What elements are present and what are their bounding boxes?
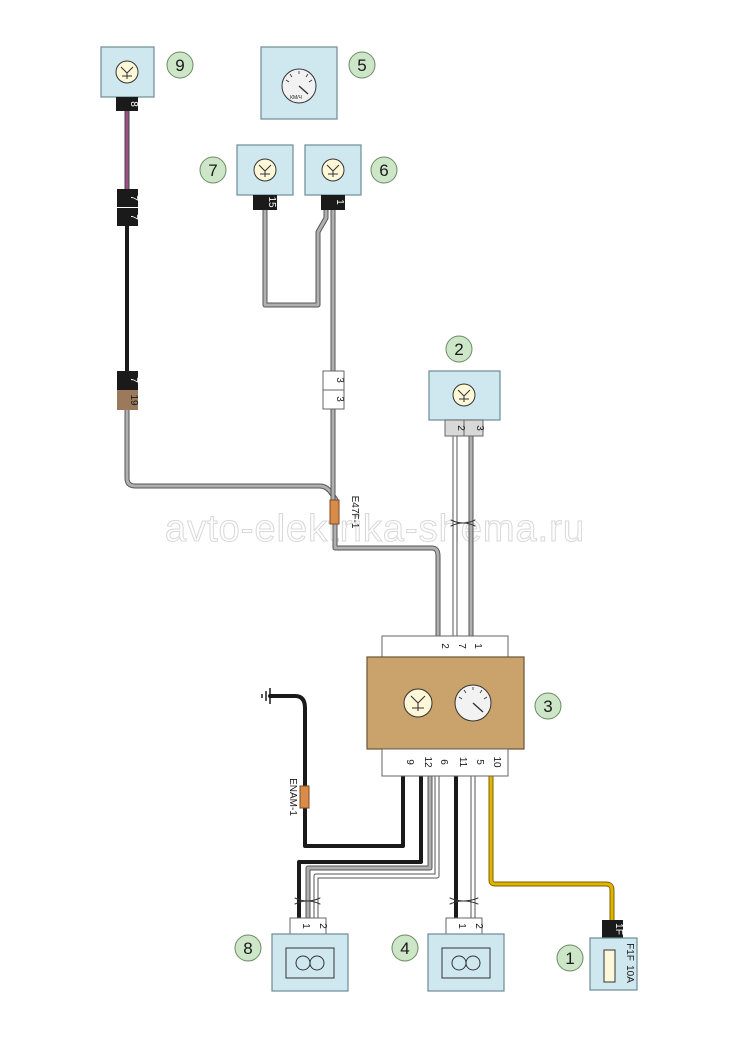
component-3-number: 3 xyxy=(543,697,552,716)
component-9-number: 9 xyxy=(175,56,184,75)
component-3-bottom-pin-1: 9 xyxy=(404,759,415,765)
component-9: 8 9 xyxy=(100,46,194,111)
component-3-bottom-pin-2: 12 xyxy=(422,756,433,768)
component-8: 1 2 8 xyxy=(234,917,349,992)
component-7-pin: 15 xyxy=(266,196,277,208)
component-4-pin-a: 1 xyxy=(456,923,467,929)
component-2-pin-b: 3 xyxy=(474,425,485,431)
component-3: 2 7 1 9 12 6 11 5 10 3 xyxy=(366,635,562,777)
speaker-icon xyxy=(441,947,491,979)
splice-enam: ENAM-1 xyxy=(287,778,310,816)
inline-7-7-pin-a: 7 xyxy=(128,195,139,201)
wire-grey-19-to-splice xyxy=(124,407,339,503)
component-1-fuse-label: F1F xyxy=(624,943,635,961)
component-4-number: 4 xyxy=(400,939,409,958)
inline-3-3-pin-a: 3 xyxy=(334,377,345,383)
inline-7-19-pin-a: 7 xyxy=(128,377,139,383)
component-6: 1 6 xyxy=(304,144,398,210)
component-9-pin: 8 xyxy=(128,101,139,107)
speaker-icon xyxy=(285,947,335,979)
control-unit-icon xyxy=(403,688,433,718)
control-unit-icon xyxy=(452,383,476,407)
inline-connector-7-19: 7 19 xyxy=(117,371,139,410)
control-unit-icon xyxy=(321,158,345,182)
fuse-icon xyxy=(603,949,616,983)
inline-connector-7-7: 7 7 xyxy=(117,189,139,226)
wire-black-cluster-to-8 xyxy=(297,774,423,920)
component-3-bottom-pin-6: 10 xyxy=(491,756,502,768)
wire-grey-cluster-to-4 xyxy=(449,773,479,921)
control-unit-icon xyxy=(115,60,139,84)
splice-e47f: E47F-1 xyxy=(329,496,360,529)
component-1-number: 1 xyxy=(565,949,574,968)
inline-7-19-pin-b: 19 xyxy=(128,394,139,406)
component-8-number: 8 xyxy=(243,939,252,958)
component-7-number: 7 xyxy=(208,161,217,180)
speedometer-icon xyxy=(454,684,492,722)
ground-icon xyxy=(261,688,271,704)
component-1-fuse-rating: 10A xyxy=(624,965,635,983)
component-3-bottom-pin-3: 6 xyxy=(438,759,449,765)
inline-connector-3-3: 3 3 xyxy=(322,370,345,410)
splice-enam-label: ENAM-1 xyxy=(287,778,298,816)
inline-7-7-pin-b: 7 xyxy=(128,214,139,220)
wire-grey-7-6-loop xyxy=(262,207,329,308)
component-2: 2 3 2 xyxy=(428,335,501,437)
component-7: 15 7 xyxy=(199,144,294,210)
component-4-pin-b: 2 xyxy=(473,923,484,929)
component-3-bottom-pin-4: 11 xyxy=(457,757,468,768)
speedometer-icon: КМ/Ч xyxy=(281,68,317,104)
control-unit-icon xyxy=(253,158,277,182)
component-1: 1F F1F 10A 1 xyxy=(556,920,638,991)
wires xyxy=(124,105,615,923)
component-3-top-pin-c: 1 xyxy=(472,643,483,649)
component-2-number: 2 xyxy=(454,340,463,359)
component-5-number: 5 xyxy=(357,56,366,75)
wire-yellow-cluster-to-fuse xyxy=(488,773,615,923)
component-5: КМ/Ч 5 xyxy=(260,46,376,120)
component-3-bottom-pin-5: 5 xyxy=(474,759,485,765)
component-1-pin: 1F xyxy=(613,923,624,935)
component-8-pin-b: 2 xyxy=(317,923,328,929)
wire-twisted-pair-top xyxy=(450,433,476,641)
splice-e47f-label: E47F-1 xyxy=(349,496,360,529)
component-6-pin: 1 xyxy=(334,199,345,205)
component-2-pin-a: 2 xyxy=(455,425,466,431)
watermark: avto-elektrika-shema.ru xyxy=(165,508,585,550)
wire-grey-splice-to-cluster xyxy=(332,521,441,641)
component-3-top-pin-a: 2 xyxy=(439,643,450,649)
wire-pair-to-8 xyxy=(294,773,440,921)
speedometer-unit: КМ/Ч xyxy=(290,95,302,101)
inline-3-3-pin-b: 3 xyxy=(334,396,345,402)
component-4: 1 2 4 xyxy=(391,917,505,992)
component-6-number: 6 xyxy=(379,161,388,180)
component-3-top-pin-b: 7 xyxy=(456,643,467,649)
component-8-pin-a: 1 xyxy=(300,923,311,929)
